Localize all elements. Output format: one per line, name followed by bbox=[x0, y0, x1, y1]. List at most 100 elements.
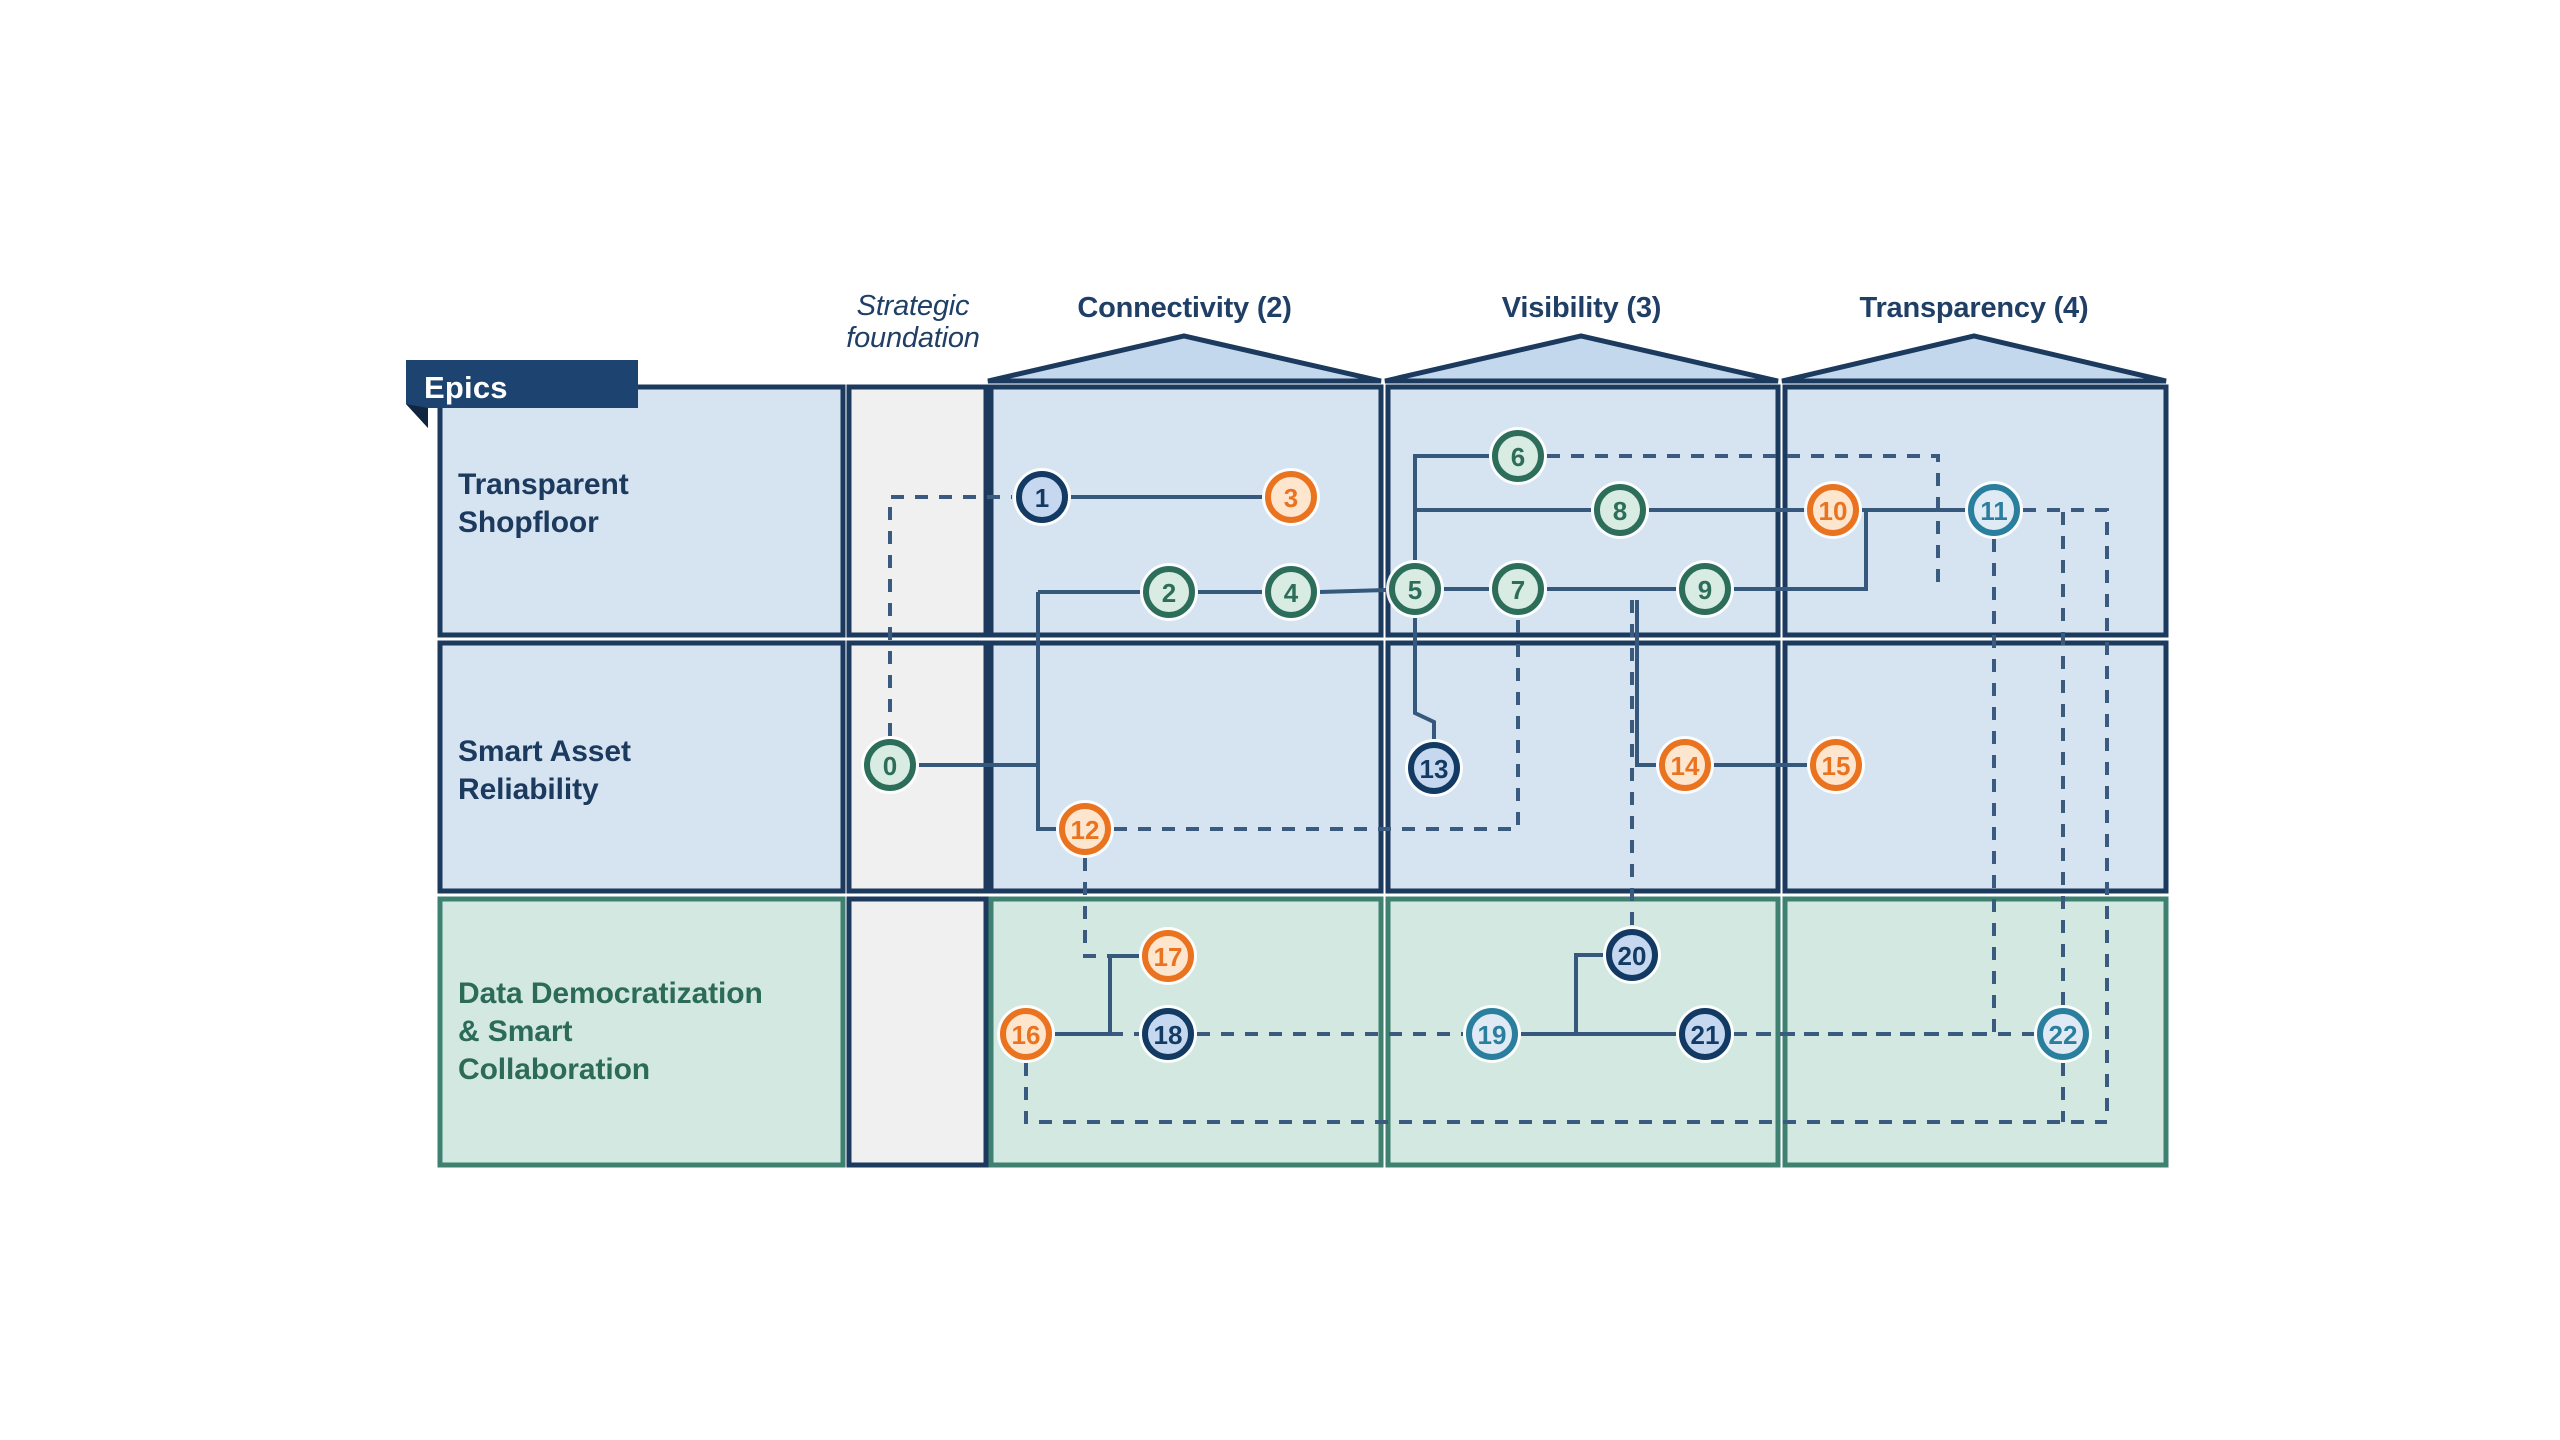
link-12-down-to-17 bbox=[1083, 858, 1139, 958]
link-16-to-17 bbox=[1055, 954, 1139, 1036]
column-title-visibility: Visibility (3) bbox=[1501, 292, 1662, 324]
dashed-connectors bbox=[888, 454, 2109, 1124]
epics-banner bbox=[406, 360, 638, 428]
node-18[interactable]: 18 bbox=[1139, 1005, 1197, 1063]
node-ring bbox=[1679, 1008, 1731, 1060]
node-3[interactable]: 3 bbox=[1262, 468, 1320, 526]
node-16[interactable]: 16 bbox=[997, 1005, 1055, 1063]
node-6[interactable]: 6 bbox=[1489, 427, 1547, 485]
panel-r3-foundation bbox=[846, 896, 989, 1168]
node-label: 16 bbox=[1012, 1020, 1041, 1050]
node-label: 9 bbox=[1698, 575, 1712, 605]
node-21[interactable]: 21 bbox=[1676, 1005, 1734, 1063]
node-12[interactable]: 12 bbox=[1056, 800, 1114, 858]
column-title-line2: foundation bbox=[846, 322, 980, 355]
link-4-to-5 bbox=[1319, 588, 1387, 594]
node-label: 3 bbox=[1284, 483, 1298, 513]
node-label: 12 bbox=[1071, 815, 1100, 845]
roof-connectivity bbox=[987, 333, 1382, 384]
node-9[interactable]: 9 bbox=[1676, 560, 1734, 618]
node-13[interactable]: 13 bbox=[1405, 739, 1463, 797]
node-ring bbox=[1679, 563, 1731, 615]
column-title-transparency: Transparency (4) bbox=[1859, 292, 2089, 324]
node-14[interactable]: 14 bbox=[1656, 736, 1714, 794]
panel-r2-connectivity bbox=[988, 640, 1384, 894]
node-ring bbox=[1807, 484, 1859, 536]
node-0[interactable]: 0 bbox=[861, 736, 919, 794]
node-7[interactable]: 7 bbox=[1489, 560, 1547, 618]
node-ring bbox=[1492, 430, 1544, 482]
panel-r2-label bbox=[437, 640, 846, 894]
node-ring bbox=[1000, 1008, 1052, 1060]
node-label: 20 bbox=[1618, 941, 1647, 971]
roof-transparency bbox=[1781, 333, 2167, 384]
node-ring bbox=[1466, 1008, 1518, 1060]
link-19-to-20 bbox=[1574, 953, 1603, 1034]
column-title-strategic-foundation: Strategic foundation bbox=[838, 290, 988, 355]
row-label-line1: Smart Asset bbox=[458, 735, 631, 768]
node-17[interactable]: 17 bbox=[1139, 927, 1197, 985]
node-15[interactable]: 15 bbox=[1807, 736, 1865, 794]
node-label: 21 bbox=[1691, 1020, 1720, 1050]
row-label-line3: Collaboration bbox=[458, 1052, 651, 1086]
node-label: 4 bbox=[1284, 578, 1299, 608]
node-label: 7 bbox=[1511, 575, 1525, 605]
node-ring bbox=[1408, 742, 1460, 794]
node-ring bbox=[1594, 484, 1646, 536]
node-ring bbox=[1143, 566, 1195, 618]
row-label-line1: Data Democratization bbox=[458, 977, 763, 1010]
node-label: 13 bbox=[1420, 754, 1449, 784]
row-label-smart-asset-reliability: Smart Asset Reliability bbox=[458, 733, 631, 809]
panel-r3-label bbox=[437, 896, 846, 1168]
node-22[interactable]: 22 bbox=[2034, 1005, 2092, 1063]
node-ring bbox=[1059, 803, 1111, 855]
node-ring bbox=[1606, 929, 1658, 981]
node-8[interactable]: 8 bbox=[1591, 481, 1649, 539]
node-label: 22 bbox=[2049, 1020, 2078, 1050]
link-16-down-to-bottom bbox=[1024, 1063, 2107, 1124]
link-branch-vertical bbox=[1036, 592, 1056, 831]
node-5[interactable]: 5 bbox=[1386, 560, 1444, 618]
link-5-to-6 bbox=[1413, 454, 1489, 560]
node-2[interactable]: 2 bbox=[1140, 563, 1198, 621]
node-ring bbox=[1389, 563, 1441, 615]
node-ring bbox=[864, 739, 916, 791]
link-9-to-10corner bbox=[1734, 510, 1868, 591]
node-19[interactable]: 19 bbox=[1463, 1005, 1521, 1063]
node-label: 10 bbox=[1819, 496, 1848, 526]
epics-banner-label: Epics bbox=[424, 370, 508, 405]
node-label: 6 bbox=[1511, 442, 1525, 472]
link-9col-to-14 bbox=[1635, 600, 1656, 767]
row-label-line1: Transparent bbox=[458, 468, 629, 501]
node-label: 5 bbox=[1408, 575, 1422, 605]
link-11-right-to-2063 bbox=[2023, 508, 2109, 1122]
node-ring bbox=[1265, 471, 1317, 523]
node-ring bbox=[1265, 566, 1317, 618]
column-title-line1: Strategic bbox=[856, 290, 970, 322]
node-label: 18 bbox=[1154, 1020, 1183, 1050]
column-roofs bbox=[987, 333, 2167, 384]
node-10[interactable]: 10 bbox=[1804, 481, 1862, 539]
node-ring bbox=[1016, 471, 1068, 523]
solid-connectors bbox=[919, 454, 1965, 1036]
node-ring bbox=[1810, 739, 1862, 791]
node-11[interactable]: 11 bbox=[1965, 481, 2023, 539]
node-label: 2 bbox=[1162, 578, 1176, 608]
node-4[interactable]: 4 bbox=[1262, 563, 1320, 621]
node-1[interactable]: 1 bbox=[1013, 468, 1071, 526]
node-20[interactable]: 20 bbox=[1603, 926, 1661, 984]
panel-r1-label bbox=[437, 384, 846, 638]
node-ring bbox=[1142, 1008, 1194, 1060]
column-title-connectivity: Connectivity (2) bbox=[1077, 292, 1292, 324]
panel-r1-foundation bbox=[846, 384, 989, 638]
row-label-line2: Reliability bbox=[458, 772, 599, 806]
row-label-transparent-shopfloor: Transparent Shopfloor bbox=[458, 466, 629, 542]
row-label-data-democratization: Data Democratization & Smart Collaborati… bbox=[458, 975, 763, 1088]
node-label: 8 bbox=[1613, 496, 1627, 526]
link-6-to-col-1938 bbox=[1547, 454, 1940, 591]
node-label: 1 bbox=[1035, 483, 1049, 513]
link-5-to-13 bbox=[1413, 618, 1436, 739]
